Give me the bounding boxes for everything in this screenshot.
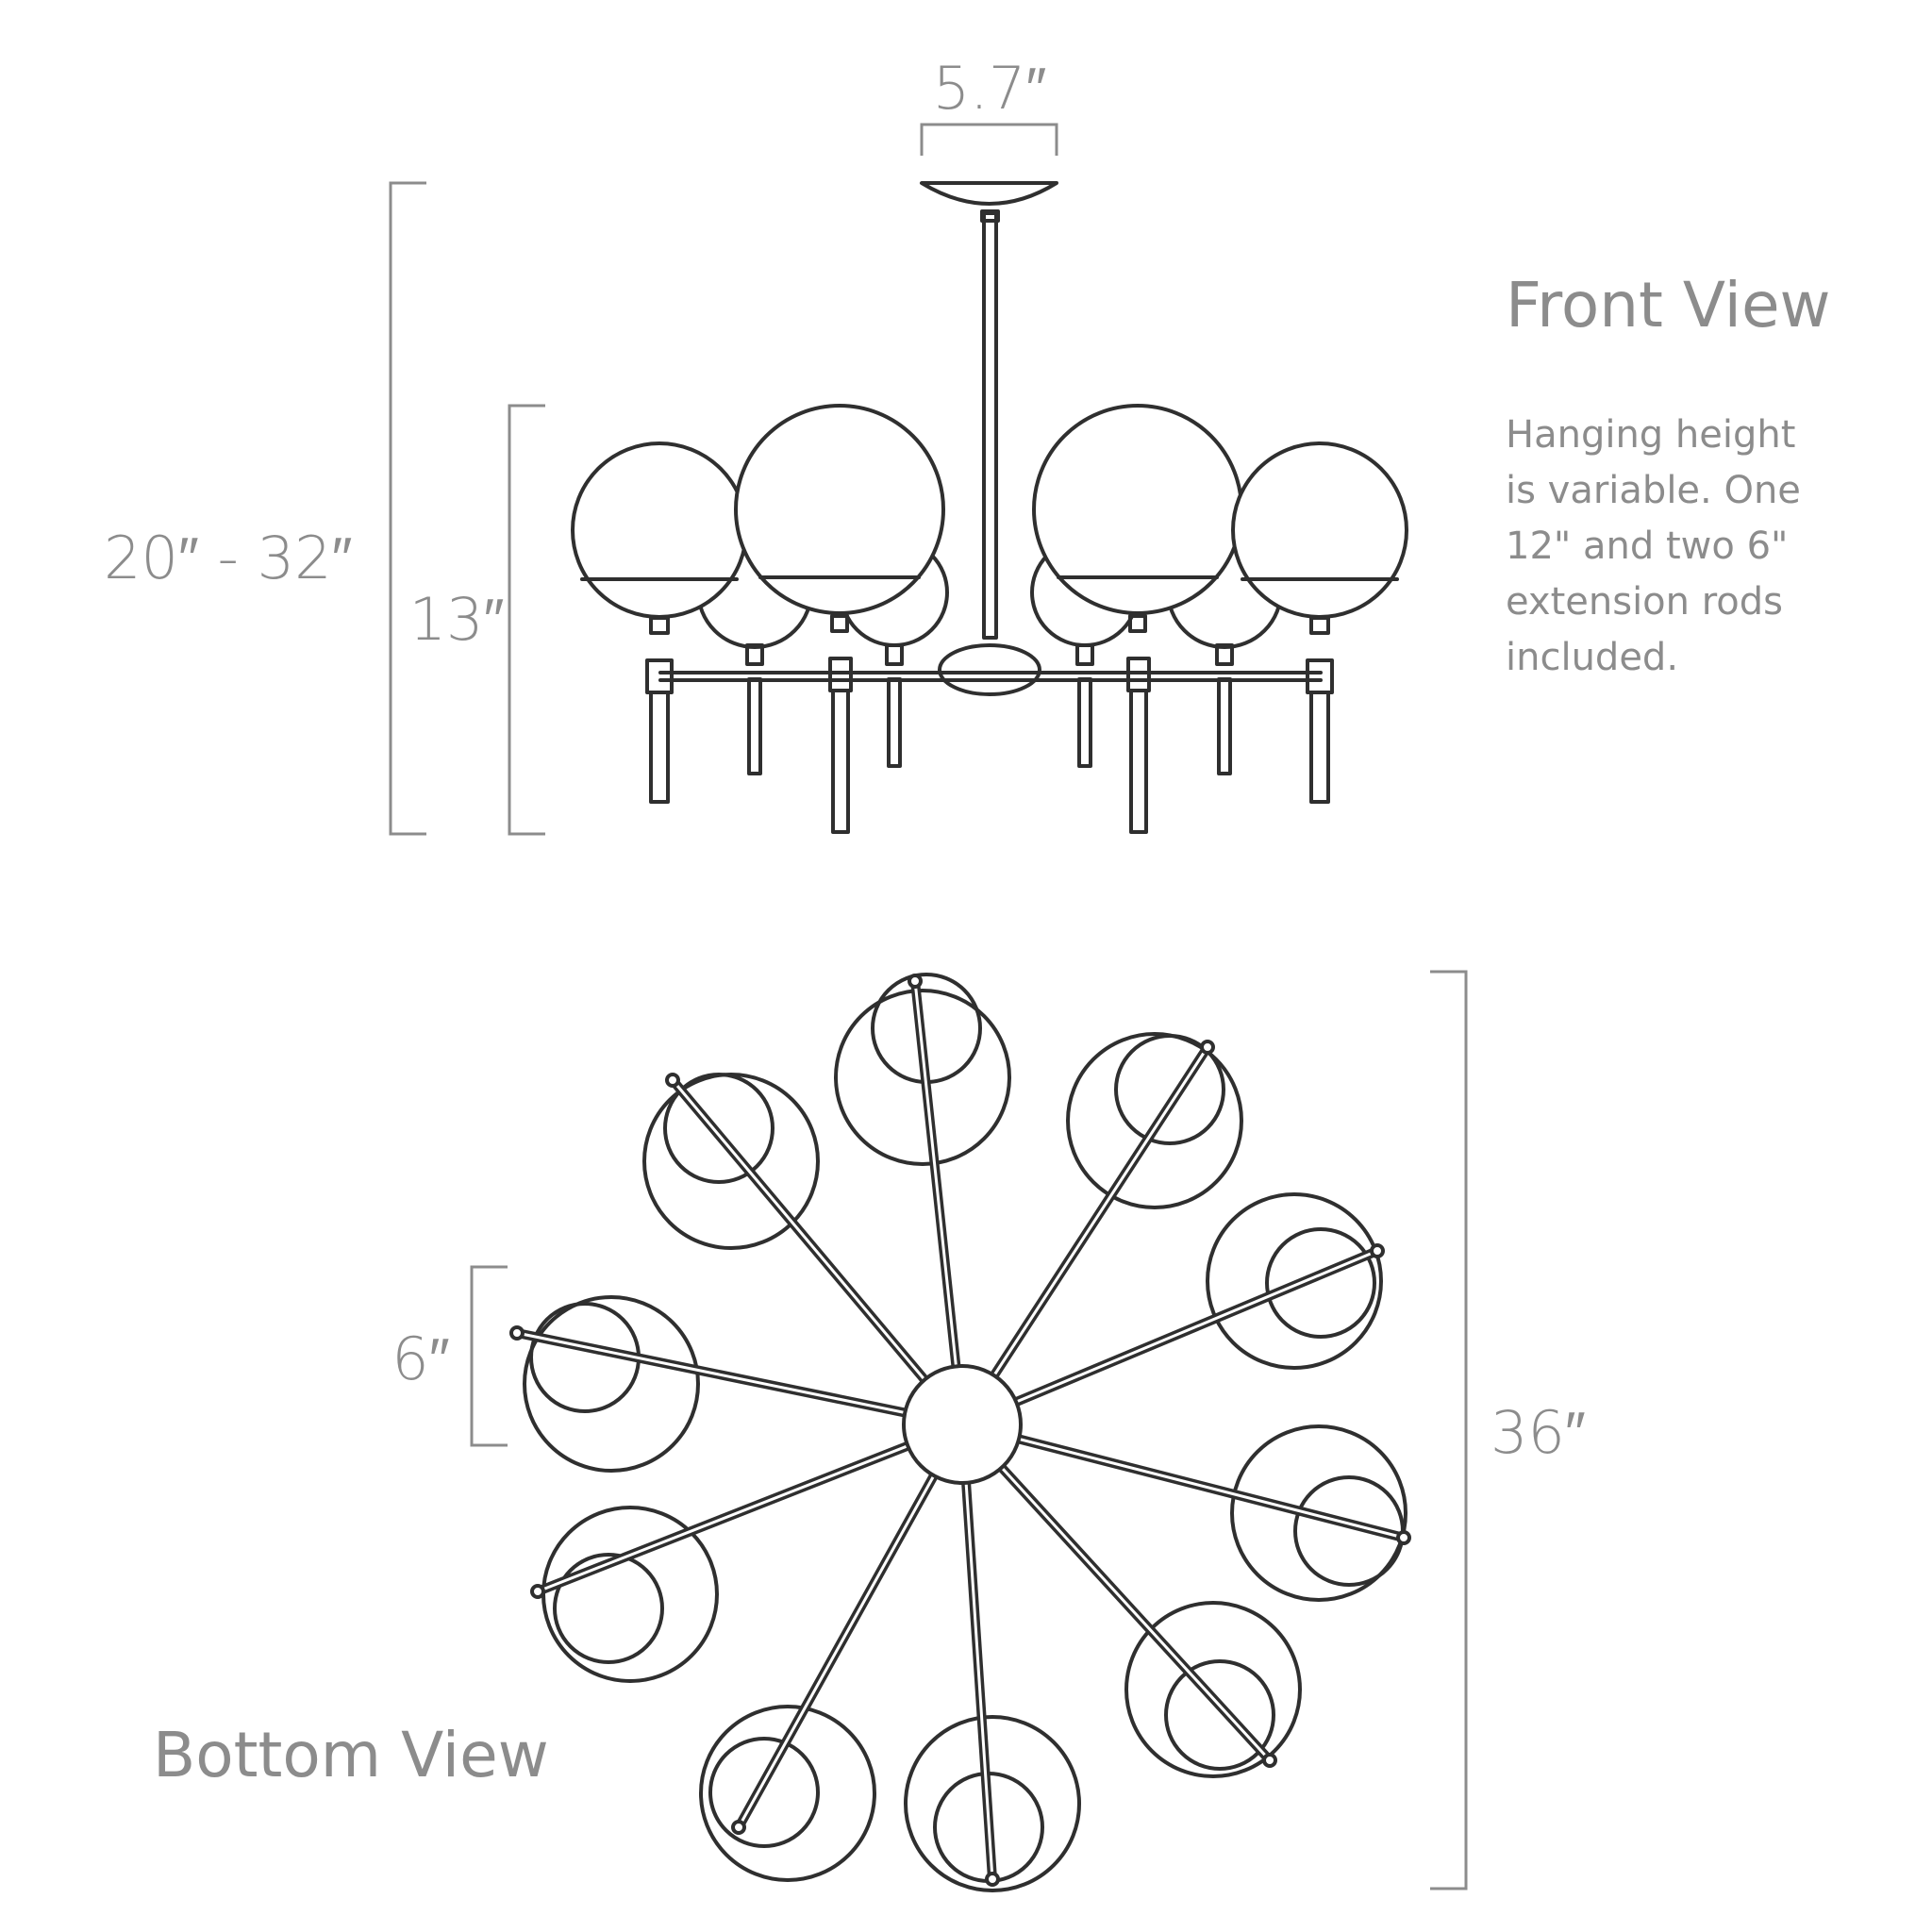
bottom-view-title: Bottom View bbox=[153, 1719, 549, 1791]
front-view-title: Front View bbox=[1506, 269, 1831, 341]
bottom-globe-inner bbox=[708, 1737, 820, 1848]
note-line: Hanging height bbox=[1506, 413, 1796, 457]
globe-front-4 bbox=[1231, 441, 1408, 619]
note-line: included. bbox=[1506, 636, 1679, 679]
globe-front-1 bbox=[571, 441, 748, 619]
bottom-dimension-lines bbox=[470, 970, 1468, 1890]
body-height-label: 13″ bbox=[409, 585, 505, 654]
hanging-height-note: Hanging height is variable. One 12" and … bbox=[1506, 408, 1902, 686]
globe-front-3 bbox=[1032, 404, 1243, 615]
overall-width-label: 36″ bbox=[1491, 1398, 1586, 1467]
bottom-globe-inner bbox=[1114, 1034, 1225, 1145]
center-hub bbox=[938, 643, 1041, 696]
front-dimension-lines bbox=[389, 123, 1058, 836]
body-height-bracket bbox=[508, 404, 545, 836]
bottom-arms-inner bbox=[515, 979, 1406, 1881]
stem bbox=[982, 211, 998, 640]
overall-width-bracket bbox=[1430, 970, 1468, 1890]
note-line: 12" and two 6" bbox=[1506, 525, 1789, 568]
bottom-view-drawing bbox=[509, 973, 1411, 1892]
bottom-globe-inner bbox=[553, 1553, 664, 1664]
front-view-drawing bbox=[571, 181, 1408, 834]
back-sockets bbox=[745, 643, 1234, 775]
bottom-globe bbox=[1066, 1032, 1243, 1209]
globe-diameter-bracket bbox=[470, 1265, 508, 1447]
bottom-globe bbox=[523, 1295, 700, 1473]
bottom-globe-inner bbox=[663, 1073, 774, 1184]
note-line: extension rods bbox=[1506, 580, 1783, 624]
bottom-globe-inner bbox=[1265, 1227, 1376, 1339]
note-line: is variable. One bbox=[1506, 469, 1801, 512]
canopy-width-bracket bbox=[920, 123, 1058, 156]
canopy-width-label: 5.7″ bbox=[933, 54, 1047, 123]
globe-diameter-label: 6″ bbox=[391, 1324, 449, 1393]
bottom-globe-inner bbox=[1164, 1659, 1275, 1771]
bottom-globe bbox=[699, 1705, 876, 1882]
overall-height-label: 20″ - 32″ bbox=[104, 524, 352, 592]
bottom-globe bbox=[1206, 1192, 1383, 1370]
front-sockets bbox=[645, 614, 1334, 834]
bottom-globe bbox=[1230, 1424, 1407, 1602]
bottom-center-hub bbox=[902, 1364, 1023, 1485]
globe-front-2 bbox=[734, 404, 945, 615]
overall-height-bracket bbox=[389, 181, 426, 836]
arm-end-caps bbox=[509, 974, 1411, 1887]
bottom-globe bbox=[834, 989, 1011, 1166]
bottom-globe bbox=[904, 1715, 1081, 1892]
stem-collar bbox=[980, 209, 1000, 223]
canopy bbox=[920, 181, 1058, 206]
bottom-globe bbox=[1124, 1601, 1302, 1778]
